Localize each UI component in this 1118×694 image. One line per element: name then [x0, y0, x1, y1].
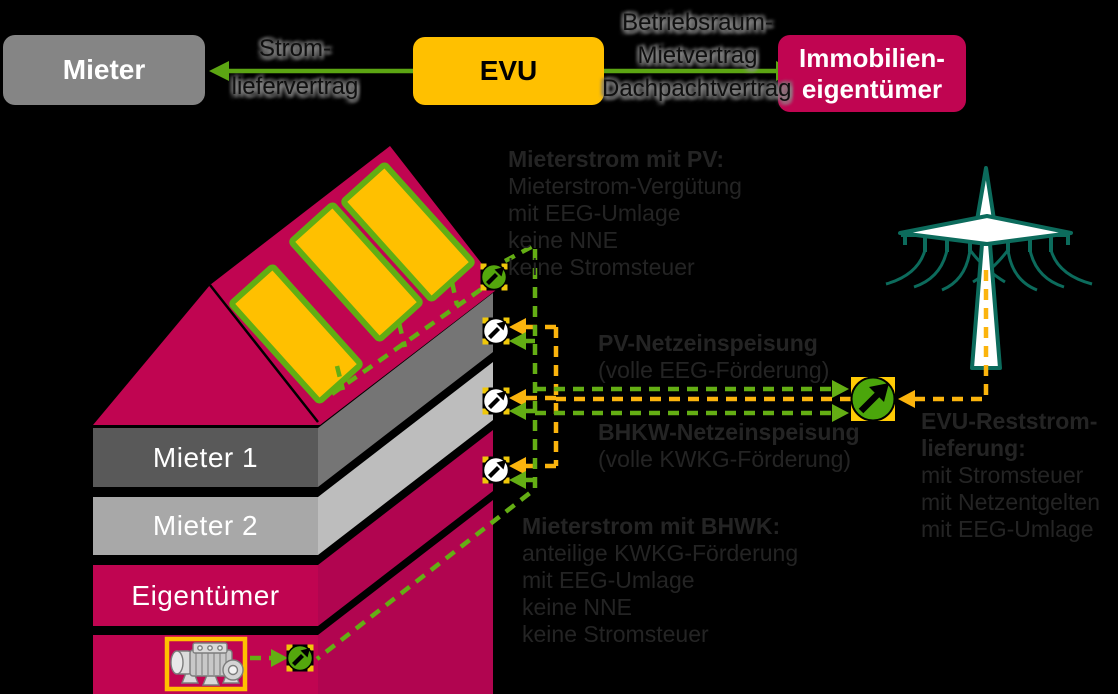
pv-generation-meter electricity-meter-icon: [481, 264, 508, 291]
floor-mieter1-front: [93, 428, 318, 487]
pylon-wires: [885, 249, 1093, 292]
note-line: keine Stromsteuer: [522, 621, 709, 647]
floor-mieter1-side: [318, 293, 493, 487]
roof-lease-label: Dachpachtvertrag: [602, 75, 792, 102]
arrowhead-left: [509, 457, 526, 475]
note-line: (volle EEG-Förderung): [598, 357, 830, 383]
house-green-trunk: [315, 241, 538, 661]
generator-ribs: [195, 650, 227, 676]
wire: [885, 249, 927, 286]
note-title: Mieterstrom mit PV:: [508, 146, 724, 172]
pv-panel-stub: [449, 281, 460, 306]
arrowhead-right: [832, 404, 849, 422]
generator-cap-face: [170, 650, 184, 675]
note-line: (volle KWKG-Förderung): [598, 446, 852, 472]
note-evu-reststrom: EVU-Reststrom- lieferung: mit Stromsteue…: [921, 408, 1100, 543]
note-title: BHKW-Netzeinspeisung: [598, 419, 860, 445]
lease-contract-label-2: Mietvertrag: [637, 42, 758, 69]
wire: [1028, 249, 1065, 289]
generator-bolt: [197, 645, 203, 651]
arrowhead-right: [832, 380, 849, 398]
grid-to-meter-line: [905, 270, 989, 402]
note-line: anteilige KWKG-Förderung: [522, 540, 799, 566]
note-line: mit EEG-Umlage: [921, 516, 1094, 542]
arrowhead-right: [271, 649, 288, 667]
note-line: keine NNE: [508, 227, 618, 253]
grid-meter-needle: [858, 391, 881, 414]
note-line: mit EEG-Umlage: [508, 200, 681, 226]
wire: [913, 249, 949, 289]
floor-label-owner: Eigentümer: [131, 579, 280, 611]
floor-mieter2-front: [93, 497, 318, 555]
pv-panel: [229, 264, 363, 404]
note-line: mit Netzentgelten: [921, 489, 1100, 515]
note-title: Mieterstrom mit BHWK:: [522, 513, 781, 539]
green-arrowheads: [271, 332, 849, 667]
owner-box-label: Immobilien- eigentümer: [799, 42, 945, 104]
floor-basement-side: [318, 500, 493, 694]
wire: [941, 249, 972, 292]
tenant2-meter electricity-meter-icon: [483, 388, 510, 415]
arrowhead-left: [509, 318, 526, 336]
evu-rest-flow: [522, 270, 989, 469]
note-title: PV-Netzeinspeisung: [598, 330, 818, 356]
pylon-crossarm: [898, 214, 1073, 246]
building: [93, 146, 500, 694]
arrowhead-left: [509, 389, 526, 407]
generator-drum-hub: [227, 664, 239, 676]
owner-box: Immobilien- eigentümer: [778, 35, 966, 112]
utility-box-label: EVU: [479, 55, 538, 86]
pv-panel-stub: [334, 365, 346, 391]
note-mieterstrom-bhkw: Mieterstrom mit BHWK: anteilige KWKG-För…: [522, 513, 798, 648]
bhkw-generator-icon: [164, 636, 248, 692]
pv-collector-line: [330, 286, 485, 396]
arrowhead-left: [509, 332, 526, 350]
pv-panel: [341, 162, 475, 302]
note-line: mit Stromsteuer: [921, 462, 1084, 488]
arrowhead-left: [509, 471, 526, 489]
note-mieterstrom-pv: Mieterstrom mit PV: Mieterstrom-Vergütun…: [508, 146, 742, 281]
note-line: keine NNE: [522, 594, 632, 620]
transmission-tower-icon: [885, 166, 1093, 370]
tenant-box: Mieter: [3, 35, 205, 105]
arrowhead-left: [898, 390, 915, 408]
roof-seam: [209, 284, 319, 423]
note-pv-feedin: PV-Netzeinspeisung (volle EEG-Förderung): [598, 330, 829, 384]
floor-mieter2-side: [318, 362, 493, 555]
generator-bolt: [217, 645, 223, 651]
utility-box: EVU: [413, 37, 604, 105]
floor-owner-side: [318, 430, 493, 626]
grid-main-meter electricity-meter-icon: [850, 376, 896, 422]
floor-owner-front: [93, 565, 318, 626]
tenant-box-label: Mieter: [62, 54, 146, 85]
note-line: keine Stromsteuer: [508, 254, 695, 280]
supply-contract-label-2: liefervertrag: [231, 73, 359, 100]
wire: [1049, 249, 1093, 286]
tenant1-meter electricity-meter-icon: [483, 318, 510, 345]
wire: [1006, 249, 1038, 292]
pv-panel-stub: [396, 322, 408, 348]
pv-panels-icon: [229, 162, 475, 404]
pylon-mast: [970, 242, 1002, 370]
gable: [93, 285, 320, 425]
generator-frame: [164, 636, 248, 692]
supply-contract-label-1: Strom-: [259, 35, 331, 62]
pv-panel: [289, 202, 423, 342]
floor-label-mieter1: Mieter 1: [152, 441, 259, 473]
grid-meter-needle-head: [869, 383, 889, 402]
bhkw-generation-meter electricity-meter-icon: [287, 645, 314, 672]
note-bhkw-feedin: BHKW-Netzeinspeisung (volle KWKG-Förderu…: [598, 419, 860, 473]
owner-meter electricity-meter-icon: [483, 457, 510, 484]
generator-bolt: [207, 645, 213, 651]
arrowhead-left: [209, 61, 229, 81]
note-line: Mieterstrom-Vergütung: [508, 173, 742, 199]
lease-contract-label-1: Betriebsraum-: [622, 9, 773, 36]
arrowhead-left: [509, 402, 526, 420]
evu-rest-arrowheads: [509, 318, 915, 475]
note-title: EVU-Reststrom-: [921, 408, 1098, 434]
note-line: mit EEG-Umlage: [522, 567, 695, 593]
note-title: lieferung:: [921, 435, 1026, 461]
floor-label-mieter2: Mieter 2: [152, 510, 259, 541]
